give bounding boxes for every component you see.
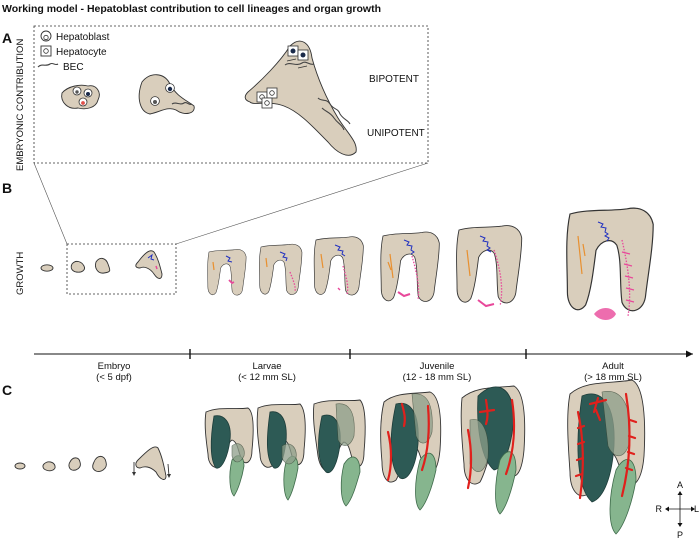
panel-letter-c: C [2, 382, 12, 398]
legend-bec-label: BEC [63, 62, 84, 73]
panel-a-liver-large [244, 40, 357, 156]
panel-a-box [33, 25, 429, 164]
panel-a-bud-early [61, 84, 100, 110]
zoom-connector-right [175, 162, 429, 245]
panel-c-larvae-livers [204, 399, 366, 507]
panel-letter-b: B [2, 180, 12, 196]
hepatoblast-icon [40, 30, 52, 42]
stage-embryo-label: Embryo [98, 361, 131, 372]
compass-right: R [656, 504, 663, 514]
panel-b-adult-liver [566, 207, 654, 320]
bec-icon [37, 62, 59, 68]
unipotent-label: UNIPOTENT [367, 128, 425, 139]
panel-c-adult-liver [567, 379, 646, 535]
legend-hepatocyte-label: Hepatocyte [56, 47, 107, 58]
compass-left: L [694, 504, 699, 514]
stage-larvae-label: Larvae [252, 361, 281, 372]
stage-juvenile-label: Juvenile [420, 361, 455, 372]
bipotent-label: BIPOTENT [369, 74, 419, 85]
stage-embryo-range: (< 5 dpf) [96, 372, 132, 383]
compass-posterior: P [677, 530, 683, 540]
hepatocyte-icon [40, 45, 52, 57]
stage-adult-label: Adult [602, 361, 624, 372]
panel-b-larvae-livers [207, 236, 364, 296]
stage-adult-range: (> 18 mm SL) [584, 372, 642, 383]
panel-b-juvenile-livers [380, 225, 523, 308]
stage-juvenile-range: (12 - 18 mm SL) [403, 372, 472, 383]
orientation-compass [665, 491, 695, 527]
panel-letter-a: A [2, 30, 12, 46]
zoom-connector-left [33, 162, 68, 245]
panel-b-side-label: GROWTH [15, 252, 26, 295]
compass-anterior: A [677, 480, 683, 490]
panel-c-embryo-livers [14, 446, 171, 480]
stage-larvae-range: (< 12 mm SL) [238, 372, 296, 383]
legend-hepatoblast-label: Hepatoblast [56, 32, 110, 43]
legend: Hepatoblast Hepatocyte BEC [37, 30, 110, 73]
panel-b-embryo-box [66, 243, 177, 295]
panel-a-bud-mid [138, 74, 195, 115]
panel-c-juvenile-livers [380, 385, 526, 515]
figure-title: Working model - Hepatoblast contribution… [2, 3, 381, 15]
timeline-arrowhead [686, 350, 693, 358]
panel-a-side-label: EMBRYONIC CONTRIBUTION [15, 39, 26, 171]
panel-b-embryo-livers [40, 250, 163, 279]
